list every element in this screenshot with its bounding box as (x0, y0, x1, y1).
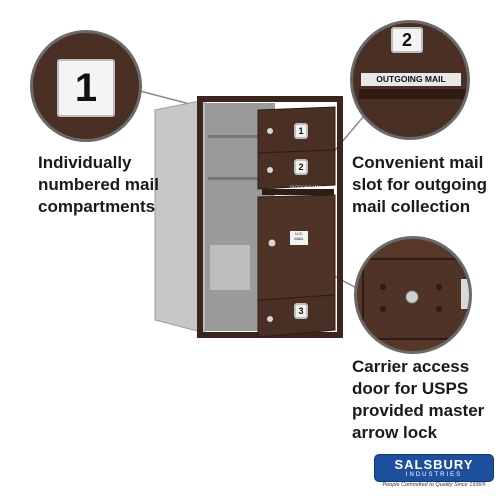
us-mail-label: U.S. MAIL (290, 231, 308, 245)
callout-circle-number-tag: 1 (30, 30, 142, 142)
door-number-3: 3 (294, 303, 308, 319)
salsbury-logo: SALSBURY INDUSTRIES People Committed to … (374, 454, 494, 494)
outgoing-mail-slot (359, 89, 467, 99)
callout-circle-carrier-door (354, 236, 472, 354)
outgoing-mail-small-label: OUTGOING MAIL (290, 184, 323, 189)
logo-badge: SALSBURY INDUSTRIES (374, 454, 494, 482)
mailbox-illustration (154, 96, 343, 338)
brand-sub: INDUSTRIES (405, 471, 463, 478)
callout-top-right-text: Convenient mail slot for outgoing mail c… (352, 153, 488, 216)
brand-tagline: People Committed to Quality Since 1936® (382, 482, 486, 488)
brand-name: SALSBURY (394, 456, 474, 472)
callout-left-text: Individually numbered mail compartments (38, 153, 159, 216)
outgoing-mail-slot-label: OUTGOING MAIL (361, 73, 461, 86)
door-number-2: 2 (294, 159, 308, 175)
door-number-1: 1 (294, 123, 308, 139)
callout-number-1-tag: 1 (57, 59, 115, 117)
callout-bottom-right-text: Carrier access door for USPS provided ma… (352, 357, 485, 442)
callout-number-2-tag: 2 (391, 27, 423, 53)
mailbox-unit: 1 2 3 OUTGOING MAIL U.S. MAIL (150, 95, 345, 340)
carrier-door-detail (362, 258, 469, 340)
callout-circle-outgoing-slot: 2 OUTGOING MAIL (350, 20, 470, 140)
